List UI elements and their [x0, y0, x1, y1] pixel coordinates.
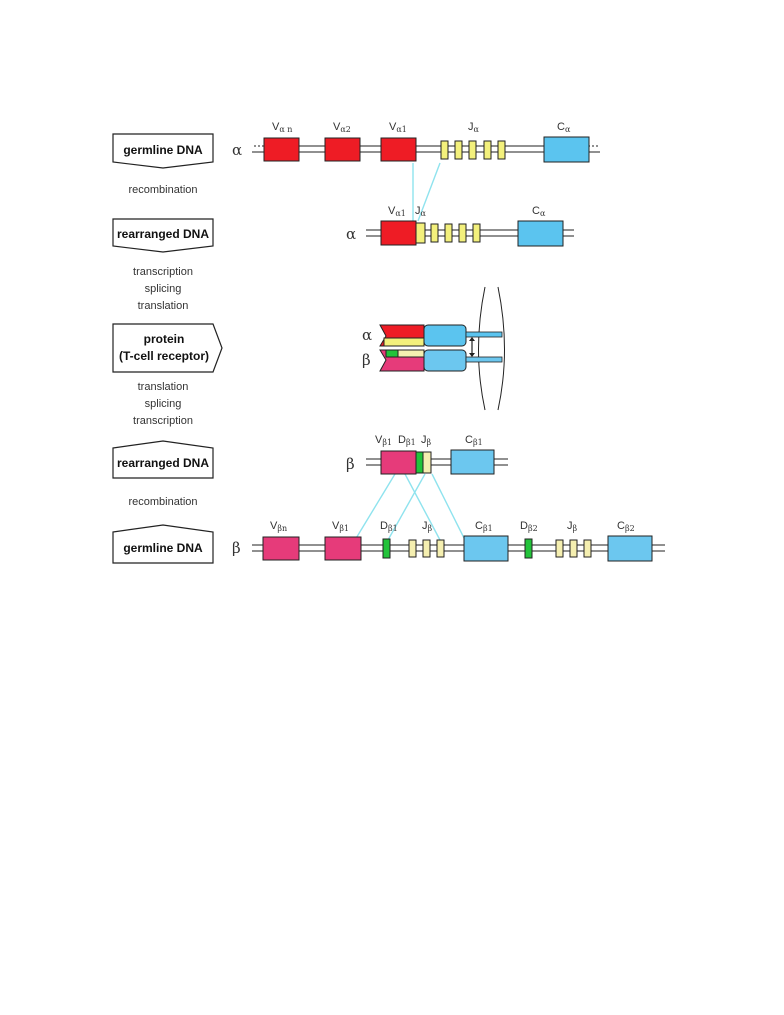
segment-v-alpha-2: [325, 138, 360, 161]
segment-c-alpha-rearranged: [518, 221, 563, 246]
segment-j-alpha-5: [498, 141, 505, 159]
process-transcription-top: transcription: [133, 266, 193, 278]
alpha-chain-constant: [424, 325, 466, 346]
beta-chain-transmembrane: [466, 357, 502, 362]
label-v-alpha-2: Vα2: [333, 121, 351, 134]
label-c-alpha: Cα: [557, 121, 571, 134]
segment-j-beta-rearranged: [423, 452, 431, 473]
alpha-chain-transmembrane: [466, 332, 502, 337]
step-rearranged-alpha: rearranged DNA: [113, 219, 213, 252]
step-germline-alpha-label: germline DNA: [123, 143, 203, 157]
process-splicing-bottom: splicing: [145, 398, 182, 410]
segment-j-alpha-r1: [416, 223, 425, 243]
segment-c-alpha: [544, 137, 589, 162]
segment-v-beta-n: [263, 537, 299, 560]
label-c-beta-2: Cβ2: [617, 520, 635, 533]
cell-membrane-right: [498, 287, 505, 410]
chain-label-alpha-rearranged: α: [346, 225, 356, 243]
label-v-beta-n: Vβn: [270, 520, 287, 533]
label-v-beta-1: Vβ1: [332, 520, 349, 533]
segment-d-beta-1-rearranged: [416, 452, 423, 473]
row-rearranged-beta: β Vβ1 Dβ1 Jβ Cβ1: [346, 434, 508, 474]
step-germline-beta-label: germline DNA: [123, 541, 203, 555]
segment-d-beta-1: [383, 539, 390, 558]
process-translation-top: translation: [138, 300, 189, 312]
row-germline-alpha: α Vα n Vα2 Vα1 Jα Cα: [232, 121, 600, 162]
segment-v-alpha-1-rearranged: [381, 221, 416, 245]
process-recombination-bottom: recombination: [128, 496, 197, 508]
row-germline-beta: β Vβn Vβ1 Dβ1 Jβ Cβ1 Dβ2: [232, 520, 665, 561]
segment-c-beta-2: [608, 536, 652, 561]
row-rearranged-alpha: α Vα1 Jα Cα: [346, 205, 574, 246]
label-d-beta-1: Dβ1: [380, 520, 398, 533]
segment-j-beta-2c: [584, 540, 591, 557]
label-c-beta-1-rearranged: Cβ1: [465, 434, 483, 447]
process-splicing-top: splicing: [145, 283, 182, 295]
segment-j-alpha-4: [484, 141, 491, 159]
label-v-alpha-1: Vα1: [389, 121, 407, 134]
segment-v-beta-1: [325, 537, 361, 560]
label-v-alpha-1-rearranged: Vα1: [388, 205, 406, 218]
segment-j-beta-2a: [556, 540, 563, 557]
segment-d-beta-2: [525, 539, 532, 558]
beta-chain-constant: [424, 350, 466, 371]
segment-j-alpha-3: [469, 141, 476, 159]
step-germline-beta: germline DNA: [113, 525, 213, 563]
segment-j-alpha-1: [441, 141, 448, 159]
step-protein: protein (T-cell receptor): [113, 324, 222, 372]
segment-v-alpha-1: [381, 138, 416, 161]
label-v-beta-1-rearranged: Vβ1: [375, 434, 392, 447]
step-germline-alpha: germline DNA: [113, 134, 213, 168]
segment-j-beta-1b: [423, 540, 430, 557]
label-v-alpha-n: Vα n: [272, 121, 292, 134]
step-rearranged-beta-label: rearranged DNA: [117, 456, 209, 470]
beta-chain-joining: [398, 350, 424, 357]
segment-c-beta-1: [464, 536, 508, 561]
t-cell-receptor: α β: [362, 287, 505, 410]
segment-j-alpha-r3: [445, 224, 452, 242]
chain-label-alpha-germline: α: [232, 141, 242, 159]
process-recombination-top: recombination: [128, 184, 197, 196]
chain-label-beta-protein: β: [362, 351, 371, 369]
step-rearranged-alpha-label: rearranged DNA: [117, 227, 209, 241]
label-j-alpha-rearranged: Jα: [415, 205, 427, 218]
segment-j-beta-2b: [570, 540, 577, 557]
segment-j-alpha-2: [455, 141, 462, 159]
process-transcription-bottom: transcription: [133, 415, 193, 427]
step-protein-label-line2: (T-cell receptor): [119, 349, 209, 363]
chain-label-beta-rearranged: β: [346, 455, 355, 473]
segment-j-beta-1c: [437, 540, 444, 557]
label-c-alpha-rearranged: Cα: [532, 205, 546, 218]
cell-membrane-left: [479, 287, 486, 410]
step-rearranged-beta: rearranged DNA: [113, 441, 213, 478]
process-translation-bottom: translation: [138, 381, 189, 393]
label-c-beta-1: Cβ1: [475, 520, 493, 533]
label-j-beta-2: Jβ: [567, 520, 578, 533]
segment-v-alpha-n: [264, 138, 299, 161]
chain-label-alpha-protein: α: [362, 326, 372, 344]
segment-j-alpha-r2: [431, 224, 438, 242]
alpha-chain-joining: [384, 338, 424, 346]
label-d-beta-2: Dβ2: [520, 520, 538, 533]
segment-j-alpha-r4: [459, 224, 466, 242]
segment-j-alpha-r5: [473, 224, 480, 242]
segment-c-beta-1-rearranged: [451, 450, 494, 474]
segment-j-beta-1a: [409, 540, 416, 557]
label-d-beta-1-rearranged: Dβ1: [398, 434, 416, 447]
label-j-beta-rearranged: Jβ: [421, 434, 432, 447]
step-protein-label-line1: protein: [144, 332, 185, 346]
label-j-alpha: Jα: [468, 121, 480, 134]
segment-v-beta-1-rearranged: [381, 451, 416, 474]
chain-label-beta-germline: β: [232, 539, 241, 557]
beta-chain-diversity: [386, 350, 398, 357]
